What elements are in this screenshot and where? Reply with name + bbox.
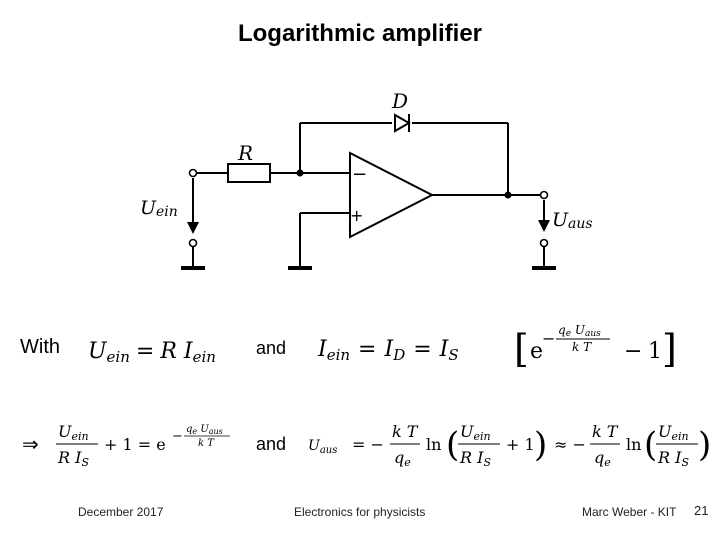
- svg-text:qe Uaus: qe Uaus: [558, 323, 601, 339]
- equation-u-in: Uein=R Iein: [88, 330, 248, 375]
- svg-text:−: −: [624, 339, 642, 364]
- equation-ratio: Uein R IS + 1 = e − qe Uaus k T: [56, 418, 246, 479]
- and-text-2: and: [256, 434, 287, 454]
- svg-text:= −: = −: [352, 435, 384, 454]
- svg-text:−: −: [172, 429, 183, 444]
- footer-course: Electronics for physicists: [294, 505, 426, 519]
- with-text: With: [20, 336, 60, 358]
- svg-text:qe: qe: [594, 448, 611, 469]
- svg-text:k T: k T: [392, 422, 419, 441]
- svg-text:qe: qe: [394, 448, 411, 469]
- resistor-label: R: [237, 141, 253, 165]
- inverting-input-label: −: [352, 164, 367, 185]
- equation-u-out: Uaus = − k T qe ln ( Uein R IS + 1 ) ≈ −…: [308, 418, 713, 479]
- svg-text:+ 1 = e: + 1 = e: [104, 435, 166, 454]
- u-in-label: Uein: [140, 197, 178, 220]
- op-amp: [349, 151, 435, 239]
- svg-text:Iein=ID=IS: Iein=ID=IS: [317, 337, 459, 364]
- page-number: 21: [694, 503, 709, 518]
- svg-text:]: ]: [662, 327, 677, 371]
- footer-author: Marc Weber - KIT: [582, 505, 677, 519]
- implies-arrow: ⇒: [22, 434, 39, 456]
- svg-text:1: 1: [648, 339, 662, 364]
- svg-text:): ): [698, 425, 711, 465]
- svg-text:): ): [534, 425, 547, 465]
- svg-text:k T: k T: [592, 422, 619, 441]
- svg-text:qe Uaus: qe Uaus: [186, 424, 223, 436]
- u-out-label: Uaus: [552, 209, 593, 232]
- svg-text:Uein: Uein: [460, 422, 491, 443]
- svg-text:ln: ln: [626, 435, 641, 454]
- svg-text:−: −: [542, 329, 555, 348]
- svg-text:Uein: Uein: [58, 422, 89, 443]
- svg-text:k T: k T: [572, 340, 592, 354]
- footer-date: December 2017: [78, 505, 164, 519]
- and-text-1: and: [256, 338, 287, 358]
- svg-text:e: e: [530, 339, 543, 364]
- svg-text:R IS: R IS: [459, 448, 491, 469]
- svg-text:ln: ln: [426, 435, 441, 454]
- noninverting-input-label: +: [350, 206, 363, 225]
- svg-text:+ 1: + 1: [506, 435, 535, 454]
- svg-text:Uein: Uein: [658, 422, 689, 443]
- svg-text:R IS: R IS: [657, 448, 689, 469]
- slide-title: Logarithmic amplifier: [237, 20, 483, 47]
- svg-text:k T: k T: [198, 438, 215, 449]
- svg-text:(: (: [446, 425, 459, 465]
- svg-text:≈ −: ≈ −: [554, 435, 586, 454]
- equation-diode-current: Iein=ID=IS [ e − qe Uaus k T − 1 ]: [317, 318, 688, 379]
- svg-text:[: [: [514, 327, 529, 371]
- resistor: [227, 163, 271, 183]
- svg-text:(: (: [644, 425, 657, 465]
- svg-text:Uein=R Iein: Uein=R Iein: [88, 339, 216, 366]
- svg-text:R IS: R IS: [57, 448, 89, 469]
- log-amp-circuit: D R Uein Uaus − +: [140, 89, 593, 270]
- diode: [394, 113, 412, 133]
- svg-text:Uaus: Uaus: [308, 438, 337, 456]
- diode-label: D: [391, 89, 408, 113]
